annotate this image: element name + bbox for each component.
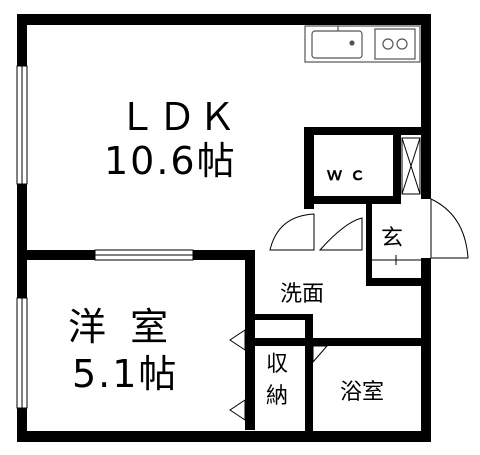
entrance-label: 玄 xyxy=(381,226,404,251)
doors xyxy=(229,198,469,421)
entrance-step xyxy=(372,255,421,265)
bath-label: 浴室 xyxy=(340,380,385,405)
western-room-label: 洋 室 xyxy=(68,305,175,349)
wc-label: ｗｃ xyxy=(326,165,372,185)
shoe-cabinet xyxy=(401,137,421,195)
western-room-size: 5.1帖 xyxy=(72,352,179,396)
outer-walls xyxy=(17,14,431,442)
windows xyxy=(16,65,194,409)
storage-label-2: 納 xyxy=(266,384,289,409)
ldk-size: 10.6帖 xyxy=(104,139,237,183)
ldk-label: ＬＤＫ xyxy=(118,95,239,139)
storage-label-1: 収 xyxy=(266,352,289,377)
washroom-label: 洗面 xyxy=(280,282,325,307)
kitchen-counter xyxy=(304,25,421,63)
